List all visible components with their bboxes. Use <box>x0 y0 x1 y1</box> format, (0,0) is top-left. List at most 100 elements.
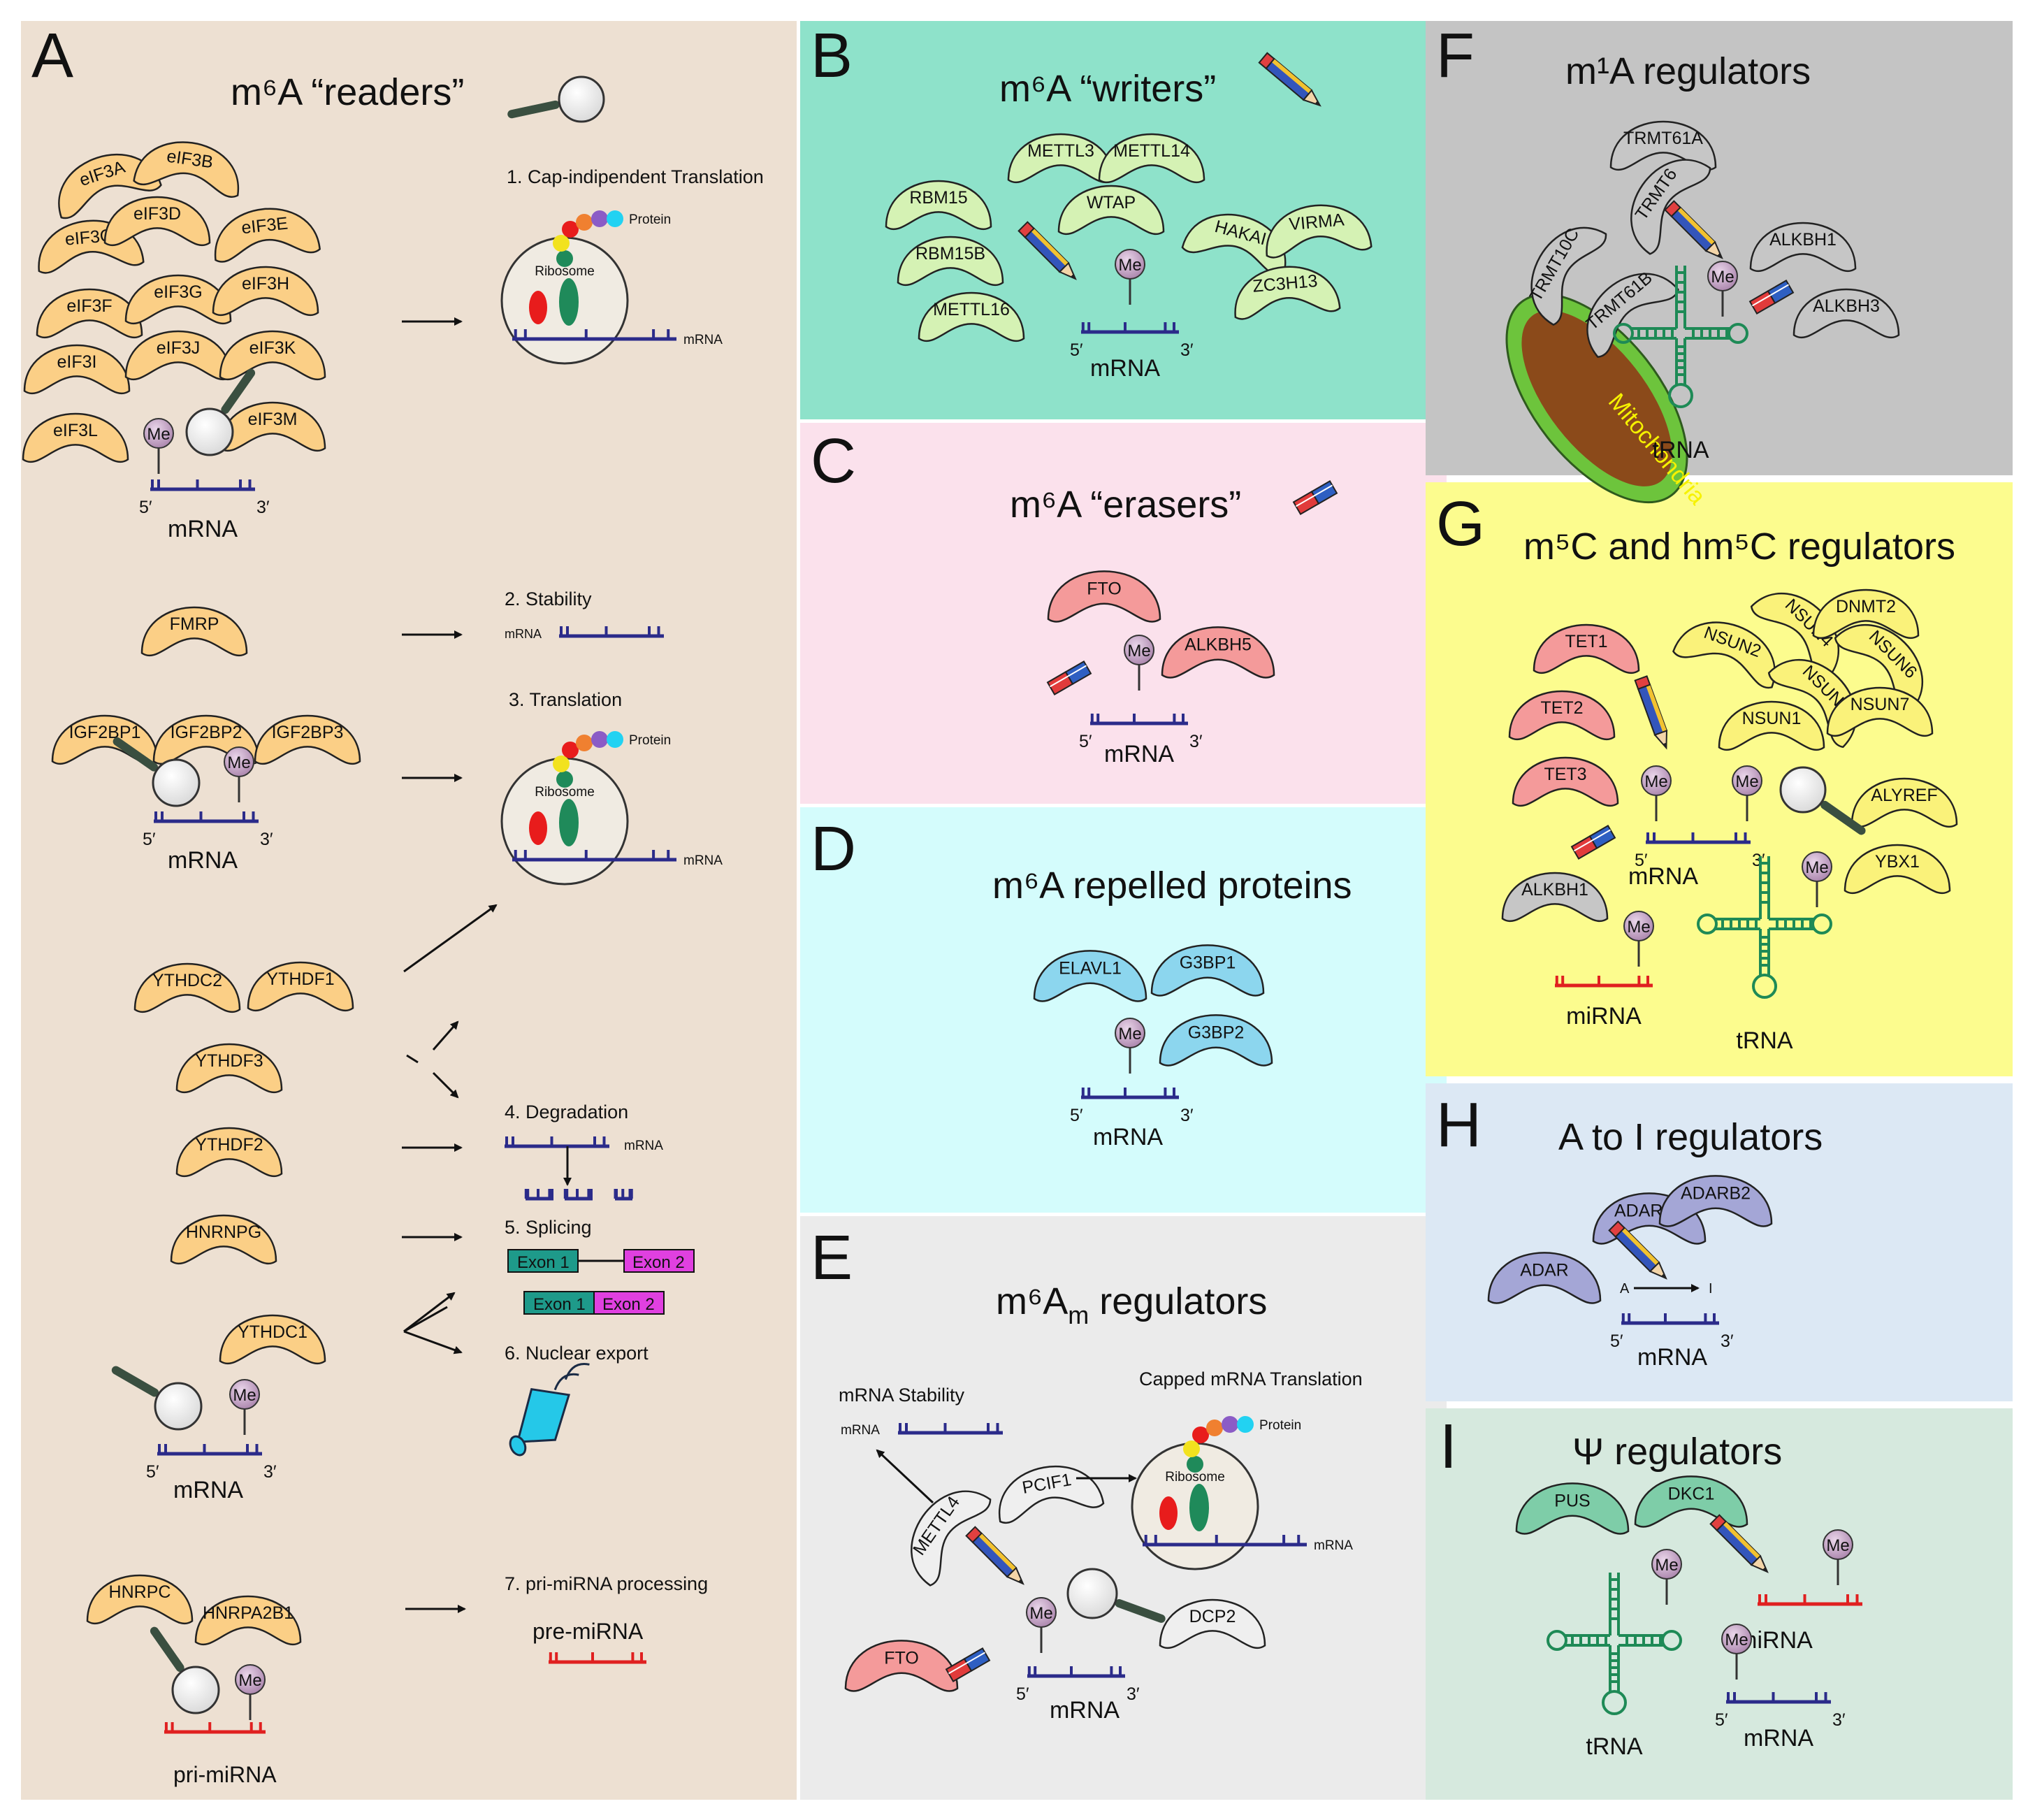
trna-i-loop-right <box>1661 1630 1682 1651</box>
i-protein-pus: PUS <box>1515 1482 1630 1535</box>
trna-i <box>1547 1573 1682 1715</box>
panel-d-letter: D <box>811 814 856 884</box>
e-pencil-tip <box>1006 1566 1024 1585</box>
reader-magnifier-1 <box>185 407 234 456</box>
eraser-protein-alkbh5-shape <box>1161 626 1275 679</box>
h-pencil-tip <box>1649 1261 1667 1280</box>
exon-1-label: Exon 1 <box>517 1253 570 1272</box>
writer-protein-mettl16: METTL16 <box>918 291 1025 342</box>
reader-protein-eif3g-shape <box>124 274 232 325</box>
reader-protein-fmrp-label: FMRP <box>170 614 219 634</box>
f-protein-alkbh1: ALKBH1 <box>1749 222 1857 273</box>
g-protein-alyref: ALYREF <box>1850 777 1958 828</box>
panel-a-letter: A <box>31 21 73 91</box>
writer-protein-rbm15b: RBM15B <box>897 236 1004 287</box>
reader-protein-eif3i: eIF3I <box>23 344 131 395</box>
reader-protein-ythdf2-label: YTHDF2 <box>195 1135 263 1155</box>
mrna-d-label: mRNA <box>1093 1124 1163 1150</box>
reader-protein-eif3d-label: eIF3D <box>133 204 181 224</box>
panel-e-title-sub: m <box>1068 1301 1089 1329</box>
f-pencil <box>1664 200 1723 259</box>
reader-protein-ythdf1-shape <box>247 961 354 1012</box>
trna-g-loop-left <box>1697 913 1718 934</box>
e-protein-dcp2-shape <box>1159 1598 1266 1649</box>
outcome-6-label: 6. Nuclear export <box>505 1343 649 1364</box>
reader-protein-hnrnpg: HNRNPG <box>170 1214 277 1265</box>
e-protein-pcif1: PCIF1 <box>998 1465 1105 1524</box>
me-b-label: Me <box>1118 256 1141 275</box>
reader-protein-eif3m-shape <box>219 401 326 452</box>
i-pencil-cap <box>1709 1514 1727 1531</box>
i-pencil <box>1709 1514 1769 1573</box>
me-i1-label: Me <box>1655 1556 1678 1575</box>
g-protein-nsun1: NSUN1 <box>1718 700 1825 751</box>
panel-h-background <box>1426 1083 2013 1401</box>
writer-protein-zc3h13-shape <box>1234 266 1341 320</box>
g-magnifier <box>1779 766 1827 814</box>
i-pencil-stripe <box>1723 1521 1761 1559</box>
reader-magnifier-3-handle <box>111 1366 159 1397</box>
f-pencil-cap <box>1664 200 1681 217</box>
arrow-a-splicing <box>403 1292 456 1333</box>
panel-c-title-eraser-shine <box>1296 484 1333 507</box>
mrna-e-three-prime: 3′ <box>1127 1684 1140 1704</box>
me-f <box>1707 261 1738 291</box>
ribosome-e-aa-2 <box>1192 1427 1209 1443</box>
panel-d-title: m⁶A repelled proteins <box>992 865 1352 907</box>
trna-i-label: tRNA <box>1586 1733 1643 1760</box>
panel-c-letter: C <box>811 426 856 496</box>
repelled-protein-g3bp1-label: G3BP1 <box>1180 953 1236 973</box>
g-protein-alkbh1-label: ALKBH1 <box>1521 880 1588 900</box>
e-pencil-stripe <box>978 1533 1017 1571</box>
e-eraser <box>945 1647 991 1683</box>
panel-a-title: m⁶A “readers” <box>231 71 464 113</box>
e-pencil-cap <box>965 1526 983 1543</box>
me-a1-label: Me <box>147 425 170 444</box>
g-protein-nsun1-label: NSUN1 <box>1742 709 1802 728</box>
ribosome-a1-aa-0 <box>556 250 573 267</box>
e-protein-pcif1-shape <box>998 1465 1105 1524</box>
ribosome-a1-aa-4 <box>591 210 608 227</box>
reader-protein-ythdc1: YTHDC1 <box>219 1314 326 1365</box>
mitochondria-inner <box>1521 310 1672 486</box>
writer-protein-virma-shape <box>1266 204 1372 259</box>
ribosome-e-aa-1 <box>1183 1440 1200 1457</box>
mrna-d-three-prime: 3′ <box>1180 1106 1194 1125</box>
me-e-label: Me <box>1029 1604 1052 1623</box>
panel-g-background <box>1426 482 2013 1076</box>
ribosome-a3-aa-5 <box>607 731 623 748</box>
me-b <box>1115 249 1145 280</box>
me-g1-label: Me <box>1644 772 1667 791</box>
reader-protein-eif3f-label: eIF3F <box>66 296 112 316</box>
reader-protein-fmrp-shape <box>140 606 248 657</box>
exon-2-box <box>623 1249 695 1273</box>
reader-protein-hnrpa2b1-label: HNRPA2B1 <box>203 1603 294 1623</box>
reader-magnifier-3 <box>154 1382 203 1431</box>
g-pencil-lead <box>1663 742 1667 749</box>
mrna-i-label: mRNA <box>1744 1725 1813 1752</box>
reader-protein-igf2bp3-shape <box>254 714 361 765</box>
reader-protein-eif3j-label: eIF3J <box>157 338 201 358</box>
g-protein-tet2-shape <box>1508 690 1616 741</box>
reader-protein-ythdf1-label: YTHDF1 <box>266 969 334 989</box>
writer-protein-rbm15b-label: RBM15B <box>915 244 985 263</box>
panel-e-title: m⁶Am regulators <box>996 1280 1267 1329</box>
writer-pencil-lead <box>1070 273 1075 279</box>
g-protein-tet3-shape <box>1512 756 1619 807</box>
repelled-protein-g3bp1: G3BP1 <box>1150 944 1265 997</box>
mrna-a2-label: mRNA <box>168 847 238 874</box>
g-pencil-stripe <box>1646 684 1667 732</box>
g-protein-nsun7-label: NSUN7 <box>1850 695 1910 714</box>
g-protein-tet2-label: TET2 <box>1540 698 1583 718</box>
me-a2-label: Me <box>227 753 250 772</box>
reader-protein-eif3b-shape <box>133 141 240 198</box>
trna-f <box>1613 266 1748 408</box>
ribosome-a3-aa-1 <box>553 756 570 772</box>
reader-magnifier-1-handle <box>221 368 256 414</box>
mrna-e-five-prime: 5′ <box>1016 1684 1029 1704</box>
e-protein-fto-shape <box>844 1640 959 1692</box>
me-e <box>1026 1597 1057 1628</box>
h-protein-adarb2-shape <box>1658 1175 1773 1227</box>
mrna-a3-three-prime: 3′ <box>263 1462 277 1482</box>
reader-protein-eif3l: eIF3L <box>22 412 129 463</box>
